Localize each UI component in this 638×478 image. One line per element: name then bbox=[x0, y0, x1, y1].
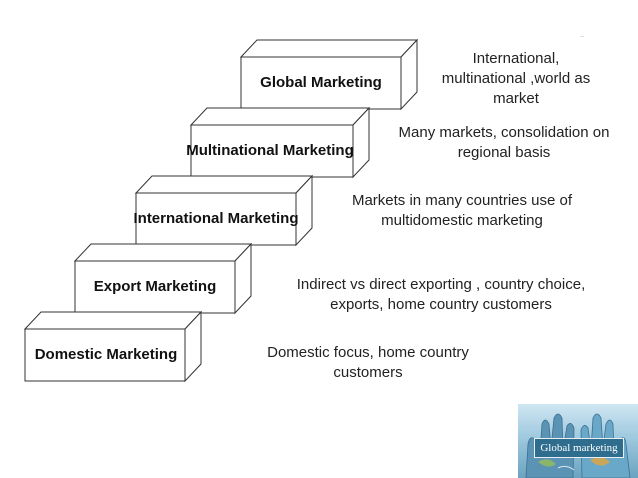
step-box-international-front bbox=[135, 192, 297, 246]
step-description-domestic: Domestic focus, home country customers bbox=[246, 343, 490, 383]
step-box-export-top bbox=[73, 243, 253, 262]
step-description-international: Markets in many countries use of multido… bbox=[336, 191, 588, 231]
description-line: Indirect vs direct exporting , country c… bbox=[296, 276, 586, 293]
step-box-international-top bbox=[134, 175, 314, 194]
step-description-global: International, multinational ,world as m… bbox=[428, 49, 604, 109]
description-line: Domestic focus, home country bbox=[267, 344, 469, 361]
step-label-international: International Marketing bbox=[133, 210, 299, 227]
description-line: Markets in many countries use of bbox=[351, 192, 573, 209]
description-line: Many markets, consolidation on bbox=[398, 124, 610, 141]
step-box-global-front bbox=[240, 56, 402, 110]
step-description-multinational: Many markets, consolidation on regional … bbox=[386, 123, 622, 163]
description-line: multidomestic marketing bbox=[381, 212, 543, 229]
step-label-global: Global Marketing bbox=[260, 74, 382, 91]
step-box-multinational-front bbox=[190, 124, 354, 178]
step-box-domestic-front bbox=[24, 328, 186, 382]
tiny-artifact-mark: — bbox=[580, 33, 584, 38]
step-box-domestic-top bbox=[23, 311, 203, 330]
step-box-global-top bbox=[239, 39, 419, 58]
step-label-domestic: Domestic Marketing bbox=[34, 346, 178, 363]
description-line: customers bbox=[333, 364, 403, 381]
thumbnail-caption: Global marketing bbox=[534, 438, 624, 458]
description-line: International, bbox=[472, 50, 560, 67]
description-line: regional basis bbox=[457, 144, 551, 161]
description-line: exports, home country customers bbox=[330, 296, 552, 313]
step-box-multinational-top bbox=[189, 107, 371, 126]
step-label-export: Export Marketing bbox=[93, 278, 217, 295]
description-line: multinational ,world as bbox=[441, 70, 591, 87]
step-description-export: Indirect vs direct exporting , country c… bbox=[280, 275, 602, 315]
step-box-export-front bbox=[74, 260, 236, 314]
description-line: market bbox=[493, 90, 539, 107]
step-label-multinational: Multinational Marketing bbox=[186, 142, 354, 159]
global-marketing-thumbnail: Global marketing bbox=[518, 404, 638, 478]
